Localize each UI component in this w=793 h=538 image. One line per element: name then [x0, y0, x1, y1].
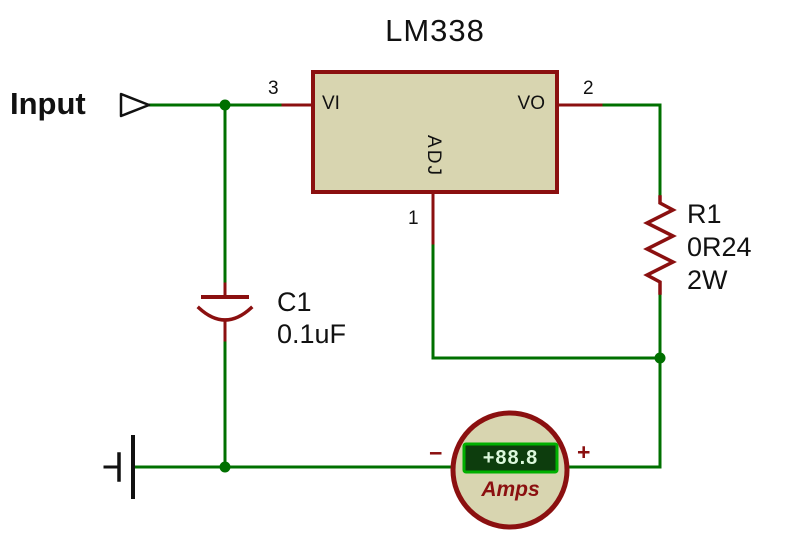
wire-nets [131, 103, 662, 469]
wire-output-bottom[interactable] [565, 291, 662, 469]
pin-name-adj: ADJ [423, 135, 444, 177]
input-label: Input [10, 86, 86, 121]
capacitor-c1[interactable] [196, 282, 254, 342]
ammeter[interactable] [450, 410, 570, 530]
input-terminal-arrow[interactable] [119, 92, 151, 118]
cap-plate-curved [196, 305, 254, 322]
pin-name-vi: VI [322, 93, 340, 114]
ammeter-positive-terminal-label: + [577, 439, 591, 465]
ammeter-unit-label: Amps [481, 478, 540, 501]
capacitor-value-label: 0.1uF [277, 319, 347, 349]
wire-adj-feedback[interactable] [431, 240, 662, 360]
ammeter-display [462, 442, 559, 474]
regulator-ic[interactable] [281, 70, 603, 245]
resistor-ref-label: R1 [687, 199, 722, 229]
resistor-value-label: 0R24 [687, 232, 752, 262]
junction-dot [654, 352, 666, 364]
ground-symbol[interactable] [103, 435, 135, 499]
ammeter-reading: +88.8 [482, 447, 539, 469]
junction-dot [219, 99, 231, 111]
junction-dot [219, 461, 231, 473]
ammeter-negative-terminal-label: − [429, 440, 443, 466]
pin-number-adj: 1 [408, 208, 419, 229]
wire-output-top[interactable] [598, 103, 662, 199]
pin-name-vo: VO [517, 93, 545, 114]
capacitor-ref-label: C1 [277, 287, 312, 317]
resistor-zigzag[interactable] [643, 195, 677, 295]
ic-body[interactable] [311, 70, 559, 194]
pin-number-vi: 3 [268, 78, 279, 99]
ic-title-label: LM338 [385, 13, 485, 48]
resistor-rating-label: 2W [687, 265, 728, 295]
pin-number-vo: 2 [583, 78, 594, 99]
resistor-r1[interactable] [643, 195, 677, 295]
